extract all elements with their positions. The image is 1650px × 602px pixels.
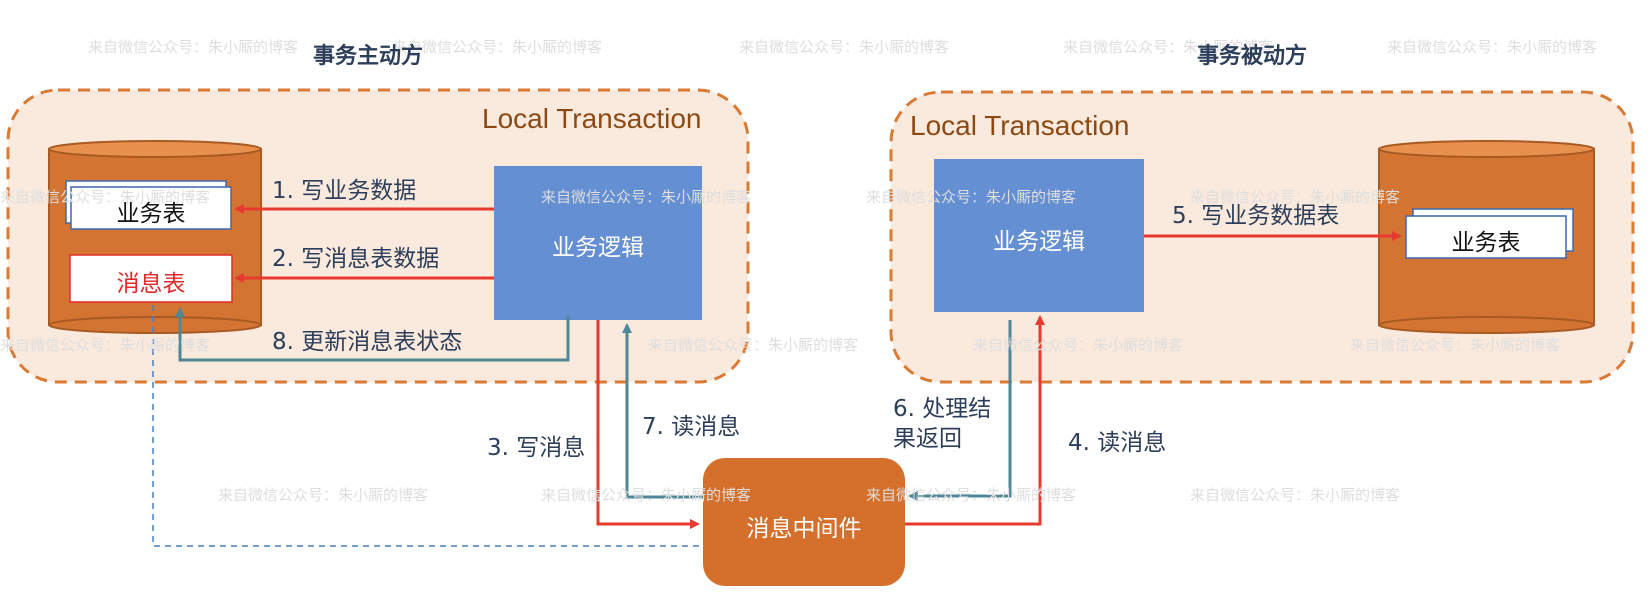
watermark: 来自微信公众号：朱小厮的博客: [1350, 336, 1561, 354]
watermark: 来自微信公众号：朱小厮的博客: [1190, 486, 1401, 504]
left-logic-label: 业务逻辑: [552, 235, 644, 261]
step-8-label: 8. 更新消息表状态: [272, 329, 463, 355]
watermark: 来自微信公众号：朱小厮的博客: [866, 486, 1077, 504]
middleware-label: 消息中间件: [746, 516, 862, 542]
right-transaction-label: Local Transaction: [910, 110, 1130, 141]
left-database: [48, 140, 262, 334]
watermark: 来自微信公众号：朱小厮的博客: [1063, 38, 1274, 56]
watermark: 来自微信公众号：朱小厮的博客: [866, 188, 1077, 206]
arrow-step-6: [908, 320, 1012, 501]
watermark: 来自微信公众号：朱小厮的博客: [648, 336, 859, 354]
middleware-box: [703, 458, 905, 586]
watermark: 来自微信公众号：朱小厮的博客: [973, 336, 1184, 354]
watermark: 来自微信公众号：朱小厮的博客: [218, 486, 429, 504]
arrow-step-4: [905, 315, 1045, 526]
arrow-step-3: [596, 320, 700, 529]
watermark: 来自微信公众号：朱小厮的博客: [392, 38, 603, 56]
left-logic-box: [494, 166, 702, 320]
message-table-middleware-link: [152, 305, 703, 547]
step-2-label: 2. 写消息表数据: [272, 246, 440, 272]
left-message-table-label: 消息表: [116, 271, 186, 297]
step-1-label: 1. 写业务数据: [272, 178, 417, 204]
arrow-step-8: [175, 307, 570, 362]
left-message-table: [69, 254, 233, 303]
step-6-label: 6. 处理结果返回: [893, 396, 992, 452]
watermark: 来自微信公众号：朱小厮的博客: [739, 38, 950, 56]
left-transaction-label: Local Transaction: [482, 103, 702, 134]
arrow-step-7: [622, 323, 703, 499]
watermark: 来自微信公众号：朱小厮的博客: [1190, 188, 1401, 206]
right-title: 事务被动方: [1197, 44, 1308, 69]
watermark: 来自微信公众号：朱小厮的博客: [0, 336, 211, 354]
right-business-table: [1405, 208, 1574, 259]
watermark: 来自微信公众号：朱小厮的博客: [541, 486, 752, 504]
step-4-label: 4. 读消息: [1068, 430, 1167, 456]
right-logic-box: [934, 159, 1144, 312]
left-business-table: [65, 180, 232, 230]
right-logic-label: 业务逻辑: [993, 229, 1085, 255]
watermark: 来自微信公众号：朱小厮的博客: [1387, 38, 1598, 56]
step-5-label: 5. 写业务数据表: [1172, 203, 1340, 229]
right-business-table-label: 业务表: [1451, 230, 1521, 256]
watermark: 来自微信公众号：朱小厮的博客: [88, 38, 299, 56]
watermark: 来自微信公众号：朱小厮的博客: [541, 188, 752, 206]
step-3-label: 3. 写消息: [487, 435, 586, 461]
left-business-table-label: 业务表: [116, 201, 186, 227]
left-title: 事务主动方: [313, 44, 424, 69]
step-7-label: 7. 读消息: [642, 414, 741, 440]
watermark: 来自微信公众号：朱小厮的博客: [0, 188, 211, 206]
